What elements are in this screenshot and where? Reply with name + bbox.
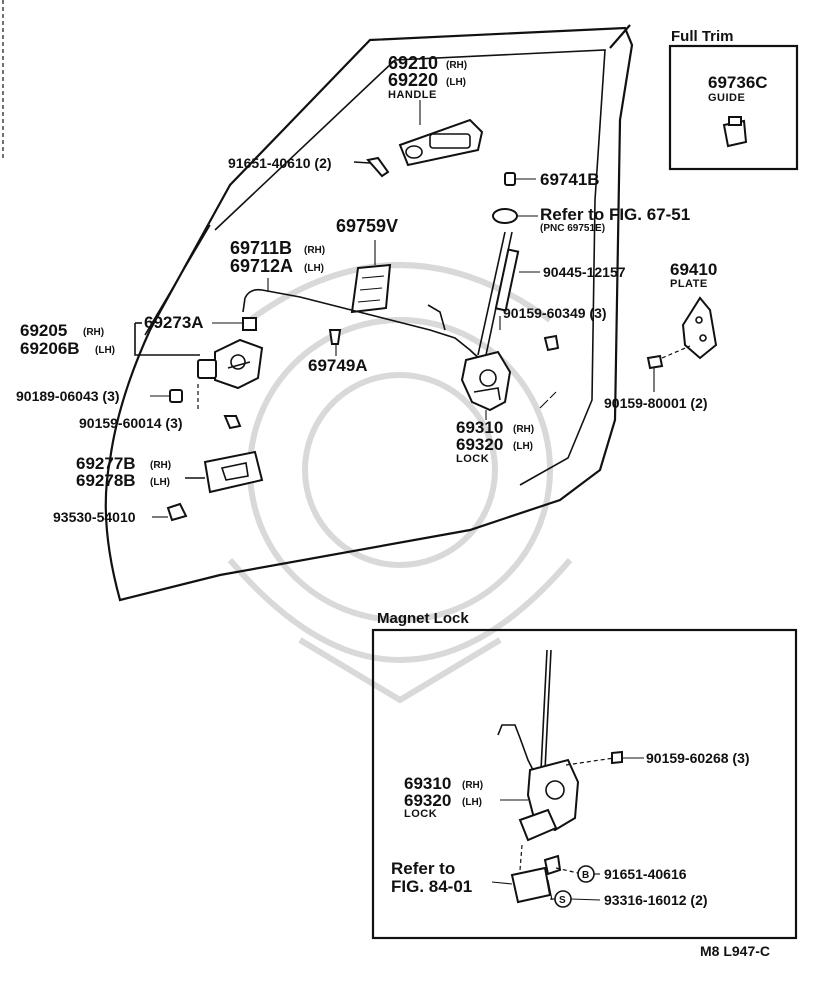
bezel-lh-number: 69278B — [76, 471, 136, 490]
mark-s: S — [559, 895, 566, 906]
full-trim-box — [668, 44, 799, 171]
guide-part-number: 69736C — [708, 73, 768, 92]
screw-60014-part — [223, 415, 242, 430]
rod-rh-number: 69711B — [230, 238, 292, 258]
bezel-69277-part — [185, 450, 264, 494]
rod-lh-number: 69712A — [230, 256, 293, 276]
guide-label: GUIDE — [708, 92, 745, 104]
inside-handle-lh-number: 69206B — [20, 339, 80, 358]
handle-label: HANDLE — [388, 89, 437, 101]
magnet-lock-rh-number: 69310 — [404, 774, 451, 793]
washer-06043-part — [150, 389, 183, 403]
screw-54010-number: 93530-54010 — [53, 509, 136, 525]
handle-screw-number: 91651-40610 (2) — [228, 155, 332, 171]
bracket-69205 — [134, 323, 200, 356]
handle-screw-part — [353, 156, 390, 178]
clip-69749-part — [328, 329, 342, 345]
rod-rh-tag: (RH) — [304, 245, 325, 256]
screw-80001-part — [539, 345, 691, 409]
lock-assembly — [460, 350, 512, 420]
plate-label: PLATE — [670, 278, 708, 290]
handle-rh-tag: (RH) — [446, 60, 467, 71]
magnet-lock-assembly — [491, 649, 644, 904]
lock-rh-number: 69310 — [456, 418, 503, 437]
clip-69273-part — [242, 317, 257, 331]
magnet-lock-rh-tag: (RH) — [462, 780, 483, 791]
watermark-emblem — [227, 262, 573, 704]
screw-60349-part — [499, 316, 560, 352]
inside-handle-lh-tag: (LH) — [95, 345, 115, 356]
plug-67-part — [492, 208, 518, 224]
clip-69741-part — [504, 172, 516, 186]
refer-line-2: FIG. 84-01 — [391, 877, 472, 896]
magnet-lock-box — [371, 628, 798, 940]
screw-60349-number: 90159-60349 (3) — [503, 305, 607, 321]
door-top-edge — [144, 224, 211, 336]
plate-69410-number: 69410 — [670, 260, 717, 279]
bezel-rh-number: 69277B — [76, 454, 136, 473]
outside-handle — [398, 118, 484, 167]
clip-69741-number: 69741B — [540, 170, 600, 189]
refer-line-1: Refer to — [391, 859, 455, 878]
clip-69273-number: 69273A — [144, 313, 204, 332]
washer-06043-number: 90189-06043 (3) — [16, 388, 120, 404]
handle-lh-number: 69220 — [388, 70, 438, 90]
screw-54010-part — [152, 502, 188, 522]
bezel-rh-tag: (RH) — [150, 460, 171, 471]
vertical-rod — [477, 231, 540, 356]
pad-69759-part — [350, 240, 392, 314]
inside-handle-part — [197, 338, 264, 390]
lock-label: LOCK — [456, 453, 489, 465]
door-inner-outline — [214, 49, 606, 486]
lock-lh-number: 69320 — [456, 435, 503, 454]
full-trim-title: Full Trim — [671, 28, 734, 45]
pnc-69751e: (PNC 69751E) — [540, 223, 605, 234]
plate-69410-part — [681, 296, 718, 360]
screw-16012-number: 93316-16012 (2) — [604, 892, 708, 908]
inside-handle-rh-tag: (RH) — [83, 327, 104, 338]
door-outline — [104, 24, 634, 602]
bezel-lh-tag: (LH) — [150, 477, 170, 488]
screw-60014-number: 90159-60014 (3) — [79, 415, 183, 431]
handle-rh-number: 69210 — [388, 53, 438, 73]
pad-69759-number: 69759V — [336, 216, 398, 236]
magnet-lock-lh-tag: (LH) — [462, 797, 482, 808]
bolt-40616-number: 91651-40616 — [604, 866, 687, 882]
magnet-lock-lh-number: 69320 — [404, 791, 451, 810]
bolt-90445-number: 90445-12157 — [543, 264, 626, 280]
handle-lh-tag: (LH) — [446, 77, 466, 88]
screw-80001-number: 90159-80001 (2) — [604, 395, 708, 411]
clip-69749-number: 69749A — [308, 356, 368, 375]
rod-lh-tag: (LH) — [304, 263, 324, 274]
magnet-lock-label: LOCK — [404, 808, 437, 820]
lock-lh-tag: (LH) — [513, 441, 533, 452]
magnet-screw-60268-number: 90159-60268 (3) — [646, 750, 750, 766]
refer-fig-67-51: Refer to FIG. 67-51 — [540, 205, 690, 224]
guide-69736-part — [722, 116, 748, 148]
magnet-lock-title: Magnet Lock — [377, 610, 469, 627]
mark-b: B — [582, 870, 589, 881]
footer-code: M8 L947-C — [700, 943, 770, 959]
lock-rh-tag: (RH) — [513, 424, 534, 435]
inside-handle-rh-number: 69205 — [20, 321, 67, 340]
